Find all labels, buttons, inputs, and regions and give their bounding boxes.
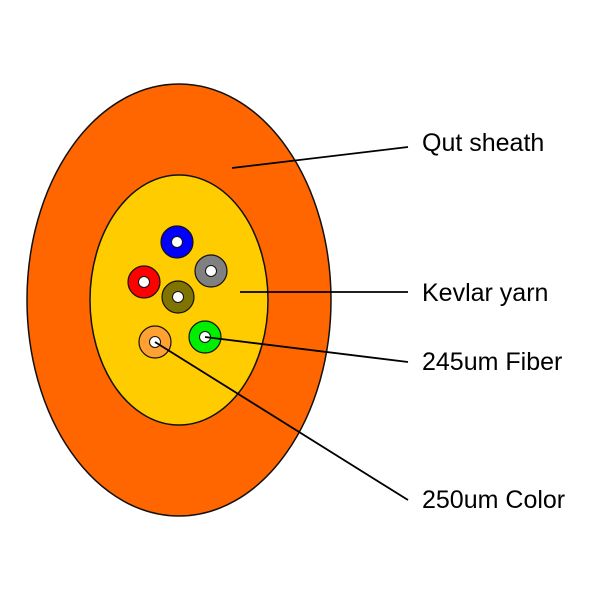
fiber-core-red xyxy=(138,276,150,288)
fiber-core-blue xyxy=(171,236,183,248)
fiber-core-olive xyxy=(172,291,184,303)
label-outer-sheath: Qut sheath xyxy=(422,129,544,157)
leader-line-250um-color xyxy=(154,341,409,501)
fiber-red xyxy=(127,265,161,299)
label-kevlar-yarn: Kevlar yarn xyxy=(422,279,548,307)
fiber-blue xyxy=(160,225,194,259)
fiber-grey xyxy=(194,254,228,288)
fiber-olive xyxy=(161,280,195,314)
label-245um-fiber: 245um Fiber xyxy=(422,348,562,376)
leader-line-245um-fiber xyxy=(204,336,409,363)
fiber-core-grey xyxy=(205,265,217,277)
label-250um-color: 250um Color xyxy=(422,486,565,514)
leader-line-outer-sheath xyxy=(231,146,409,169)
